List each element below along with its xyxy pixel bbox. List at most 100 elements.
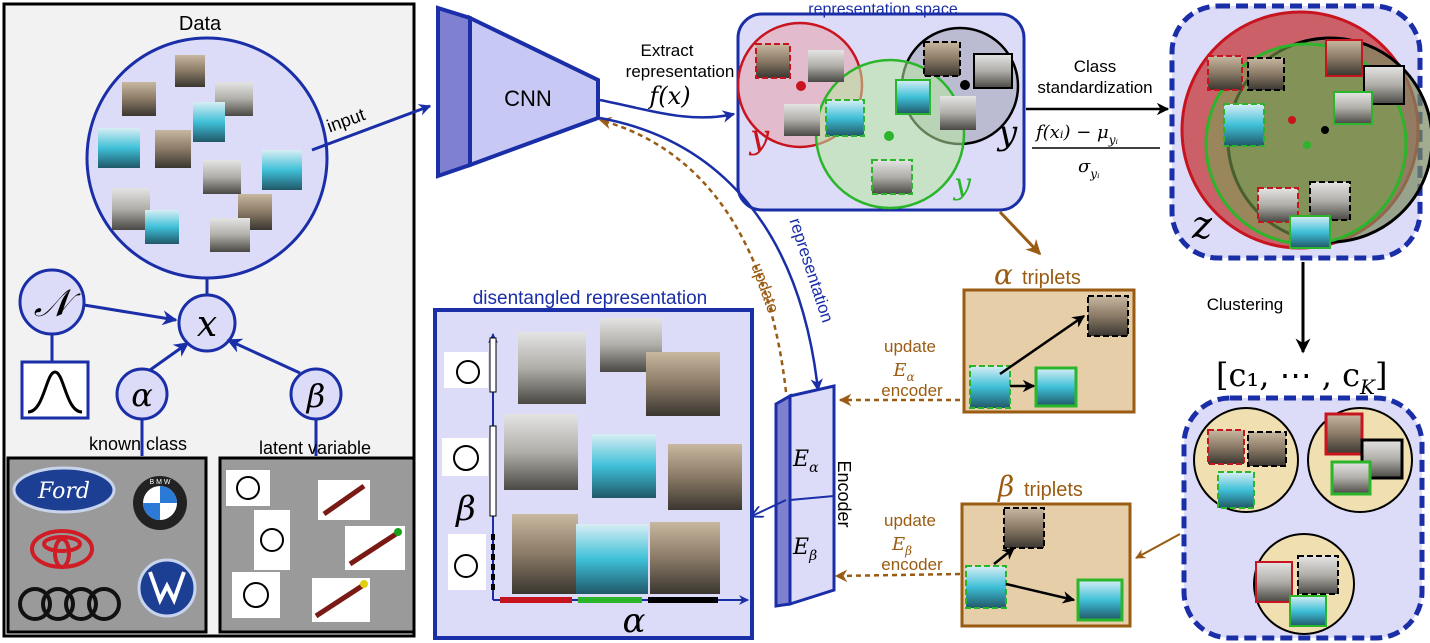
- encoder-block: Eα Eβ Encoder: [752, 384, 854, 608]
- update-alpha-symbol: Eα: [892, 360, 914, 384]
- cnn-label: CNN: [504, 86, 552, 111]
- car-image: [825, 99, 865, 137]
- update-cnn-arrow: [598, 116, 788, 393]
- representation-arrow: [599, 116, 823, 392]
- car-image: [895, 79, 931, 115]
- ford-oval: [12, 466, 116, 514]
- data-title: Data: [179, 13, 222, 35]
- triplet-positive-image: [1034, 366, 1078, 408]
- car-image: [576, 524, 648, 594]
- alpha-axis-label: α: [623, 601, 646, 641]
- camera-lens: [236, 476, 260, 500]
- car-image: [1289, 215, 1331, 249]
- car-image: [1247, 57, 1285, 91]
- car-image: [122, 82, 156, 116]
- camera-icons: [226, 470, 290, 618]
- update-beta-line1: update: [884, 511, 936, 530]
- z-label: z: [1191, 203, 1213, 247]
- cnn-front-face: [436, 5, 472, 179]
- representation-space-title: representation space: [808, 1, 958, 18]
- extract-formula: f(x): [647, 82, 690, 110]
- triplet-positive-image: [1076, 578, 1124, 622]
- beta-segment: [489, 337, 497, 393]
- triplet-negative-image: [1087, 295, 1129, 337]
- encoder-label: Encoder: [834, 460, 854, 527]
- triplet-arrow-negative: [993, 547, 1015, 565]
- brush-handle: [348, 531, 398, 567]
- paintbrush-icons: [312, 480, 405, 622]
- disentangled-car-grid: [504, 318, 742, 594]
- camera-lens: [453, 445, 479, 471]
- data-panel: Data 𝒩 x α β: [2, 2, 432, 638]
- known-class-label: known class: [89, 434, 187, 454]
- camera-lens: [454, 554, 478, 578]
- audi-logo: [18, 587, 121, 621]
- alpha-to-x-arrow: [149, 341, 190, 372]
- car-image: [973, 53, 1013, 89]
- z-car-images: [1207, 39, 1405, 249]
- latent-variable-label: latent variable: [259, 438, 371, 458]
- brush-handle: [314, 583, 364, 619]
- car-image: [112, 188, 150, 230]
- alpha-triplets: α triplets: [962, 210, 1136, 414]
- bmw-quadrant: [143, 503, 160, 520]
- alpha-node-label: α: [131, 376, 153, 414]
- update-alpha-line1: update: [884, 337, 936, 356]
- alpha-triplets-label: triplets: [1022, 267, 1081, 289]
- red-y-label: y: [748, 117, 770, 157]
- z-red-centroid: [1288, 116, 1296, 124]
- car-image: [504, 414, 578, 490]
- normal-to-x-arrow: [83, 303, 178, 326]
- triplet-arrow-negative: [999, 314, 1086, 376]
- car-image: [668, 444, 742, 510]
- black-y-label: y: [996, 113, 1018, 153]
- ford-logo: Ford: [12, 466, 116, 514]
- camera-icon: [226, 470, 270, 506]
- rep-car-images: [755, 41, 1013, 195]
- car-image: [1309, 181, 1351, 221]
- car-image: [646, 352, 720, 416]
- car-image: [1324, 412, 1364, 456]
- encoder-e-beta: Eβ: [792, 535, 817, 564]
- car-image: [1325, 39, 1363, 77]
- car-image: [1289, 595, 1327, 627]
- triplet-negative-image: [1003, 507, 1045, 549]
- encoder-e-alpha: Eα: [792, 447, 819, 476]
- car-image: [518, 332, 586, 404]
- car-image: [1255, 561, 1293, 603]
- ford-wordmark: Ford: [37, 479, 90, 504]
- audi-ring: [87, 587, 121, 621]
- encoder-output-arrow: [752, 499, 787, 516]
- car-image: [1207, 429, 1245, 465]
- disentangled-representation: disentangled representation α β: [433, 288, 754, 641]
- audi-ring: [41, 587, 75, 621]
- car-image: [1330, 460, 1372, 496]
- camera-lens: [243, 582, 269, 608]
- car-image: [175, 55, 205, 87]
- extract-line1: Extract: [641, 41, 694, 60]
- triplet-arrow-positive: [1005, 582, 1076, 604]
- extract-representation: Extract representation f(x): [599, 41, 736, 123]
- update-alpha-line3: encoder: [881, 381, 943, 400]
- z-green-centroid: [1303, 141, 1311, 149]
- gaussian-curve: [27, 370, 83, 414]
- camera-icon: [254, 510, 290, 570]
- beta-to-x-arrow: [226, 338, 301, 375]
- update-beta-symbol: Eβ: [891, 534, 912, 558]
- bmw-wordmark: B M W: [150, 479, 171, 486]
- car-image: [940, 96, 976, 130]
- beta-triplets: β triplets: [960, 470, 1181, 628]
- extract-line2: representation: [626, 62, 735, 81]
- rep-to-alpha-triplets-arrow: [998, 210, 1042, 256]
- car-image: [1223, 103, 1265, 147]
- z-black-centroid: [1321, 126, 1329, 134]
- update-cnn-label: update: [747, 260, 783, 315]
- standardization-line2: standardization: [1037, 78, 1152, 97]
- class-standardization: Class standardization f(xᵢ) − μyᵢ σyᵢ: [1026, 57, 1170, 181]
- representation-label: representation: [785, 216, 837, 325]
- update-beta-encoder-arrow: [834, 569, 961, 583]
- clustering-label: Clustering: [1207, 295, 1284, 314]
- triplet-anchor-image: [965, 565, 1007, 609]
- car-image: [1247, 431, 1287, 467]
- bmw-quadrant: [160, 486, 177, 503]
